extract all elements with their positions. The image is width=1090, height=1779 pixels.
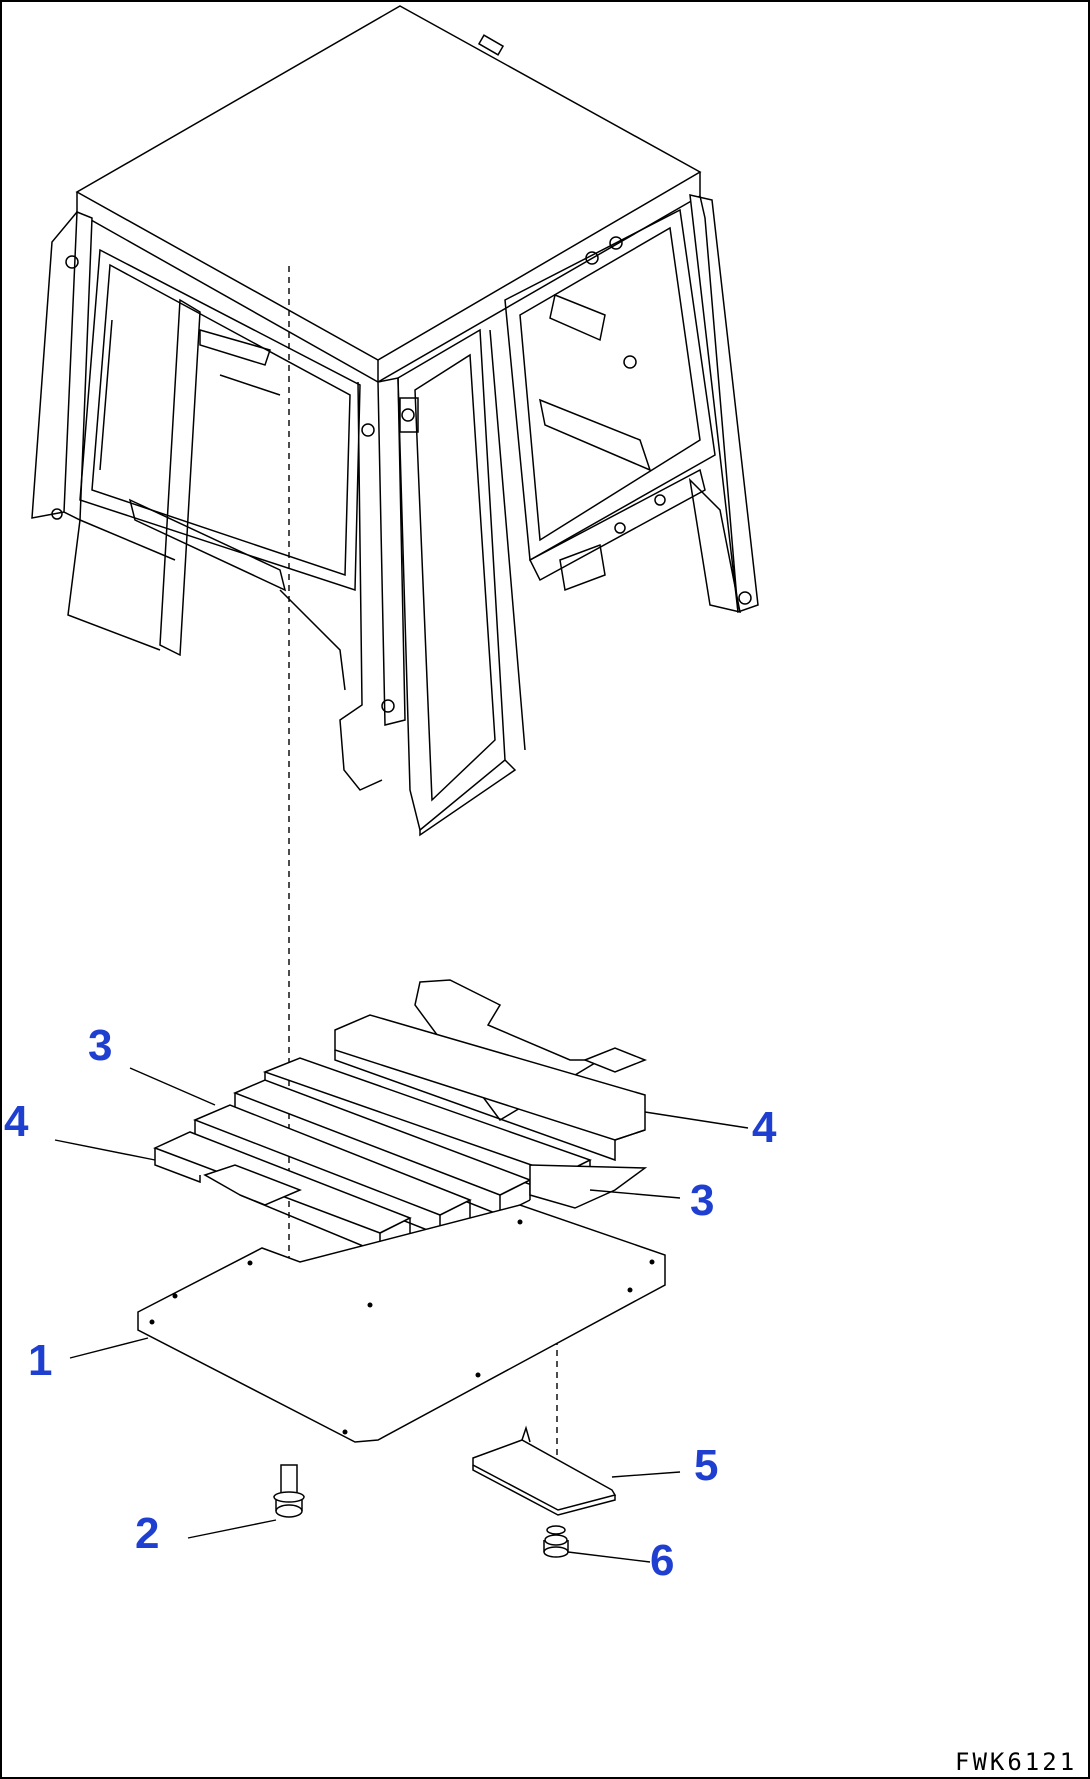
front-door-bottom xyxy=(419,759,517,837)
front-door-inner xyxy=(414,353,496,802)
callout-3-right: 3 xyxy=(690,1176,714,1225)
mounting-hole xyxy=(149,1319,155,1325)
right-lower-rail xyxy=(529,468,706,582)
bolt-part xyxy=(273,1464,305,1518)
nut-base xyxy=(543,1546,569,1558)
leader-1 xyxy=(69,1337,149,1359)
mounting-hole xyxy=(342,1429,348,1435)
mat-backing-lower xyxy=(529,1164,648,1209)
hinge xyxy=(399,397,419,433)
pillar-left-inner xyxy=(159,298,201,657)
figure-code: FWK6121 xyxy=(955,1748,1077,1776)
bracket-edge xyxy=(472,1465,616,1516)
bolt-hole xyxy=(65,255,79,269)
callout-5: 5 xyxy=(694,1441,718,1490)
cab-roof xyxy=(75,5,702,361)
right-window-inner xyxy=(519,226,701,542)
nut-part xyxy=(543,1525,569,1558)
pillar-left-rear-side xyxy=(31,211,78,519)
pillar-front-center xyxy=(377,377,406,726)
nut-ring xyxy=(544,1534,568,1546)
mounting-hole xyxy=(517,1219,523,1225)
leader-3-right xyxy=(589,1189,681,1199)
mat-strip-4-left-side xyxy=(154,1148,201,1184)
mounting-hole xyxy=(172,1293,178,1299)
bolt-hole xyxy=(614,522,626,534)
bolt-hole xyxy=(609,236,623,250)
bolt-hole xyxy=(401,408,415,422)
mat-strip-4-left-tab xyxy=(203,1164,302,1206)
mat-edge xyxy=(614,1129,646,1141)
mounting-hole xyxy=(475,1372,481,1378)
left-lower-panel xyxy=(67,519,161,651)
pillar-right-front-edge xyxy=(699,195,739,613)
pillar-right-foot xyxy=(688,477,741,613)
bracket-part xyxy=(472,1425,617,1516)
bolt-hole xyxy=(585,251,599,265)
left-window-frame xyxy=(79,248,361,592)
right-window-rail xyxy=(538,398,652,472)
mounting-hole xyxy=(367,1302,373,1308)
callout-2: 2 xyxy=(135,1509,159,1558)
rear-cross-bar xyxy=(199,329,271,366)
nut-top xyxy=(546,1525,566,1535)
leader-4-right xyxy=(644,1111,749,1129)
rail-bracket xyxy=(279,589,346,691)
bolt-flange xyxy=(273,1491,305,1503)
right-window-latch xyxy=(549,293,606,342)
left-window-bar xyxy=(99,319,113,471)
bolt-hole xyxy=(381,699,395,713)
mat-strip-4-right-side xyxy=(334,1050,616,1162)
floor-mats xyxy=(153,979,648,1255)
bolt-shank xyxy=(280,1464,298,1496)
floor-plate xyxy=(137,1204,666,1443)
bolt-hole xyxy=(623,355,637,369)
callout-4-left: 4 xyxy=(4,1097,29,1146)
callout-4-right: 4 xyxy=(752,1103,777,1152)
step xyxy=(559,543,606,592)
mounting-hole xyxy=(627,1287,633,1293)
roof-clip xyxy=(477,34,505,56)
bolt-hole xyxy=(654,494,666,506)
leader-2 xyxy=(187,1519,277,1539)
left-side-rail xyxy=(128,498,287,592)
leader-4-left xyxy=(54,1139,156,1161)
rear-cross-bar-line xyxy=(219,374,281,396)
callout-1: 1 xyxy=(28,1336,52,1385)
bolt-head xyxy=(275,1504,303,1518)
leader-lines xyxy=(54,1067,749,1563)
floor-plate-body xyxy=(137,1204,666,1443)
mounting-hole xyxy=(247,1260,253,1266)
leader-3-left xyxy=(129,1067,216,1106)
bracket-lip xyxy=(521,1425,531,1443)
mat-strip-4-right-tab xyxy=(582,1047,648,1073)
front-door-frame xyxy=(397,328,506,832)
leader-5 xyxy=(611,1471,681,1478)
pillar-right-front xyxy=(689,194,759,614)
bolt-hole xyxy=(738,591,752,605)
mat-edge xyxy=(499,1179,531,1196)
bolt-hole xyxy=(51,508,63,520)
bolt-hole xyxy=(361,423,375,437)
callout-6: 6 xyxy=(650,1536,674,1585)
mat-edge xyxy=(379,1217,411,1234)
left-lower-panel-edge xyxy=(79,519,176,561)
mounting-hole xyxy=(649,1259,655,1265)
cab-assembly xyxy=(31,5,759,837)
callout-3-left: 3 xyxy=(88,1021,112,1070)
leader-6 xyxy=(567,1551,651,1563)
door-edge xyxy=(489,329,526,751)
bracket-body xyxy=(472,1439,617,1511)
mat-edge xyxy=(439,1199,471,1216)
front-center-foot xyxy=(339,381,383,791)
